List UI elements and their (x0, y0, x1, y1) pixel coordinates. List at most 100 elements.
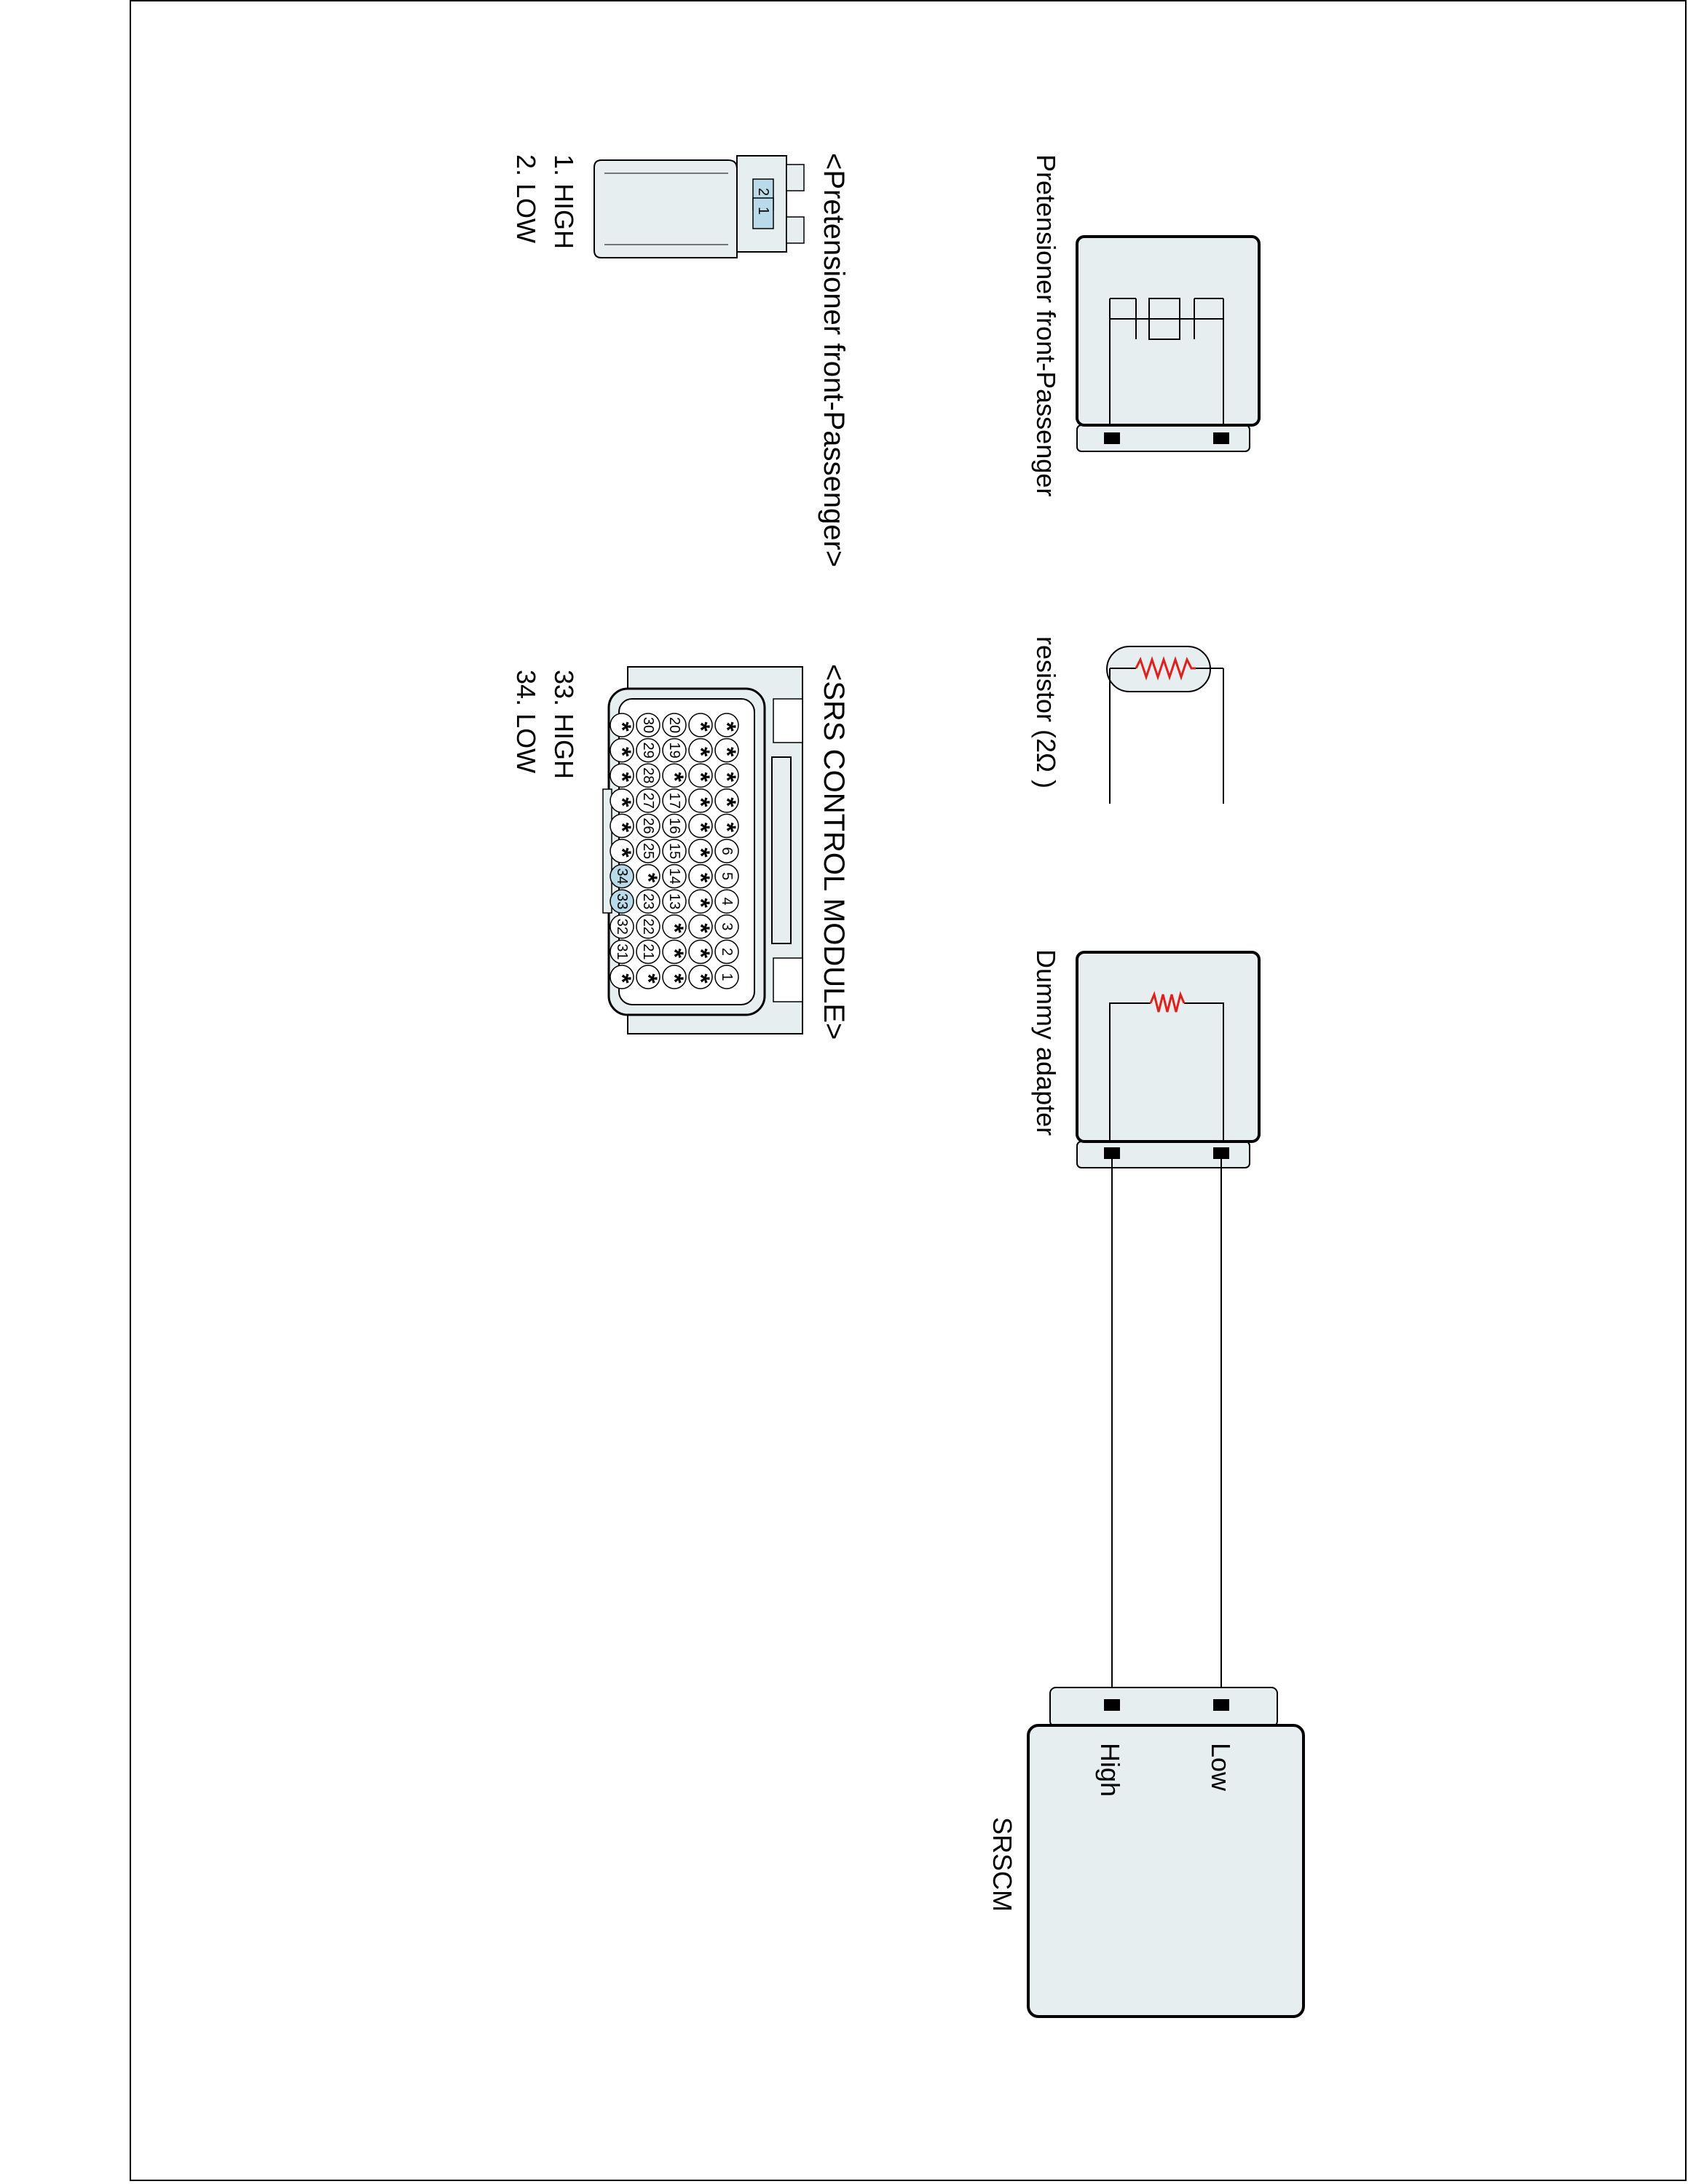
pretensioner-label: Pretensioner front-Passenger (1031, 154, 1061, 496)
srs-pin-label: 4 (719, 898, 735, 906)
srs-pin-blank (714, 788, 739, 813)
srs-pin-28 (636, 763, 660, 788)
srs-pin-blank (714, 713, 739, 737)
srs-pin-25 (636, 839, 660, 863)
srs-pin-26 (636, 813, 660, 839)
srs-pin-27 (636, 788, 660, 813)
pretensioner-connector-pin-1: 1. HIGH (549, 154, 579, 249)
srs-pin-blank (688, 737, 713, 763)
srs-pin-32 (610, 914, 634, 939)
srs-pin-label: 1 (719, 973, 735, 981)
page-frame (130, 0, 1687, 2181)
srs-pin-label: * (713, 772, 741, 783)
srs-pin-14 (662, 863, 687, 889)
srscm-label: SRSCM (987, 1817, 1017, 1912)
srs-pin-blank (610, 965, 634, 989)
srs-pin-blank (688, 839, 713, 863)
srs-pin-blank (610, 788, 634, 813)
srs-pin-blank (662, 914, 687, 939)
srs-pin-blank (610, 737, 634, 763)
srs-pin-blank (662, 763, 687, 788)
srs-pin-1 (714, 965, 739, 989)
srs-pin-label: 20 (666, 717, 682, 733)
srscm-module (1027, 1687, 1305, 2018)
srs-pin-label: 32 (614, 919, 630, 935)
resistor-label: resistor (2Ω ) (1031, 636, 1061, 788)
srscm-terminal-low (1213, 1699, 1229, 1711)
srs-pin-blank (688, 813, 713, 839)
srs-pin-19 (662, 737, 687, 763)
srs-pin-blank (688, 914, 713, 939)
srs-pin-31 (610, 939, 634, 965)
dummy-adapter-label: Dummy adapter (1031, 949, 1061, 1136)
srs-pin-4 (714, 889, 739, 914)
srs-pin-22 (636, 914, 660, 939)
srs-pin-label: * (608, 747, 636, 757)
srs-pin-label: 26 (640, 818, 656, 834)
srs-pin-label: 31 (614, 943, 630, 960)
srs-pin-label: * (634, 873, 662, 883)
srs-pin-6 (714, 839, 739, 863)
dummy-adapter-terminal-low (1213, 1147, 1229, 1159)
srs-pin-label: * (687, 797, 714, 807)
srs-pin-label: 25 (640, 843, 656, 859)
srs-pin-blank (688, 788, 713, 813)
srs-pin-label: * (608, 847, 636, 858)
pretensioner-terminal-low (1213, 432, 1229, 444)
srs-pin-blank (714, 763, 739, 788)
srs-pin-label: 33 (614, 893, 630, 909)
srs-pin-label: 29 (640, 742, 656, 758)
srs-pin-label: * (713, 747, 741, 757)
srs-module-connector-title: <SRS CONTROL MODULE> (818, 664, 850, 1040)
srs-pin-label: * (687, 873, 714, 883)
srs-pin-label: 22 (640, 919, 656, 935)
srs-pin-label: 13 (666, 893, 682, 909)
srs-pin-label: 28 (640, 767, 656, 783)
srs-pin-label: 27 (640, 793, 656, 809)
srs-pin-label: * (687, 847, 714, 858)
srscm-terminal-high (1104, 1699, 1120, 1711)
srs-pin-label: * (687, 772, 714, 783)
srs-pin-label: * (687, 949, 714, 959)
srs-pin-3 (714, 914, 739, 939)
dummy-adapter-schematic (1076, 951, 1261, 1168)
srs-pin-29 (636, 737, 660, 763)
srs-pin-label: * (687, 721, 714, 732)
pretensioner-connector (593, 155, 805, 258)
srs-pin-blank (714, 813, 739, 839)
srs-pin-blank (610, 813, 634, 839)
srs-pin-label: * (608, 772, 636, 783)
srs-pin-blank (610, 763, 634, 788)
srs-pin-blank (688, 713, 713, 737)
srs-pin-5 (714, 863, 739, 889)
srs-pin-21 (636, 939, 660, 965)
srs-pin-label: * (660, 949, 688, 959)
srs-pin-blank (636, 965, 660, 989)
srs-pin-30 (636, 713, 660, 737)
srs-pin-16 (662, 813, 687, 839)
pretensioner-pin-2: 2 (755, 188, 771, 196)
srs-pin-23 (636, 889, 660, 914)
srs-pin-label: 30 (640, 717, 656, 733)
srscm-pin-low-label: Low (1206, 1743, 1236, 1792)
srs-pin-label: 17 (666, 793, 682, 809)
srs-pin-label: * (713, 797, 741, 807)
srs-pin-label: 2 (719, 948, 735, 956)
srs-pin-blank (688, 763, 713, 788)
srs-pin-label: * (713, 721, 741, 732)
srs-pin-34 (610, 863, 634, 889)
srs-pin-label: * (687, 973, 714, 984)
srs-pin-label: * (608, 823, 636, 833)
srs-pin-label: * (608, 721, 636, 732)
srs-pin-label: 3 (719, 922, 735, 930)
srs-pin-blank (636, 863, 660, 889)
srs-pin-label: * (713, 823, 741, 833)
resistor-schematic (1106, 646, 1224, 804)
srs-pin-blank (688, 863, 713, 889)
pretensioner-schematic (1076, 235, 1261, 452)
srs-pin-blank (662, 965, 687, 989)
srs-pin-label: * (687, 823, 714, 833)
srs-pin-label: 34 (614, 868, 630, 884)
srs-pin-label: * (660, 923, 688, 933)
